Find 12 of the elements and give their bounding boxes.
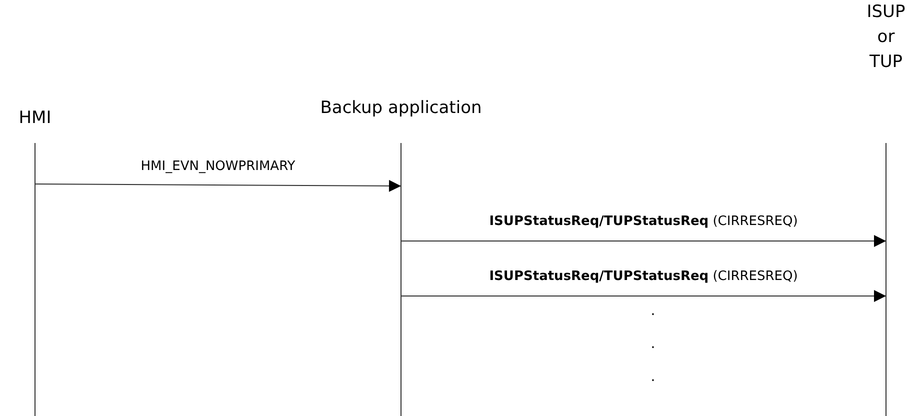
continuation-dot: . <box>650 337 656 351</box>
message-arrow <box>400 235 886 247</box>
message-label: ISUPStatusReq/TUPStatusReq (CIRRESREQ) <box>488 269 799 285</box>
message-arrow <box>400 290 886 302</box>
participant-label: Backup application <box>319 97 483 120</box>
continuation-dot: . <box>650 370 656 384</box>
message-arrow <box>34 180 402 192</box>
participant-label: ISUP or TUP <box>866 1 906 74</box>
continuation-dot: . <box>650 304 656 318</box>
message-label: ISUPStatusReq/TUPStatusReq (CIRRESREQ) <box>488 214 799 230</box>
participant-label: HMI <box>18 107 52 130</box>
message-label: HMI_EVN_NOWPRIMARY <box>140 159 296 175</box>
